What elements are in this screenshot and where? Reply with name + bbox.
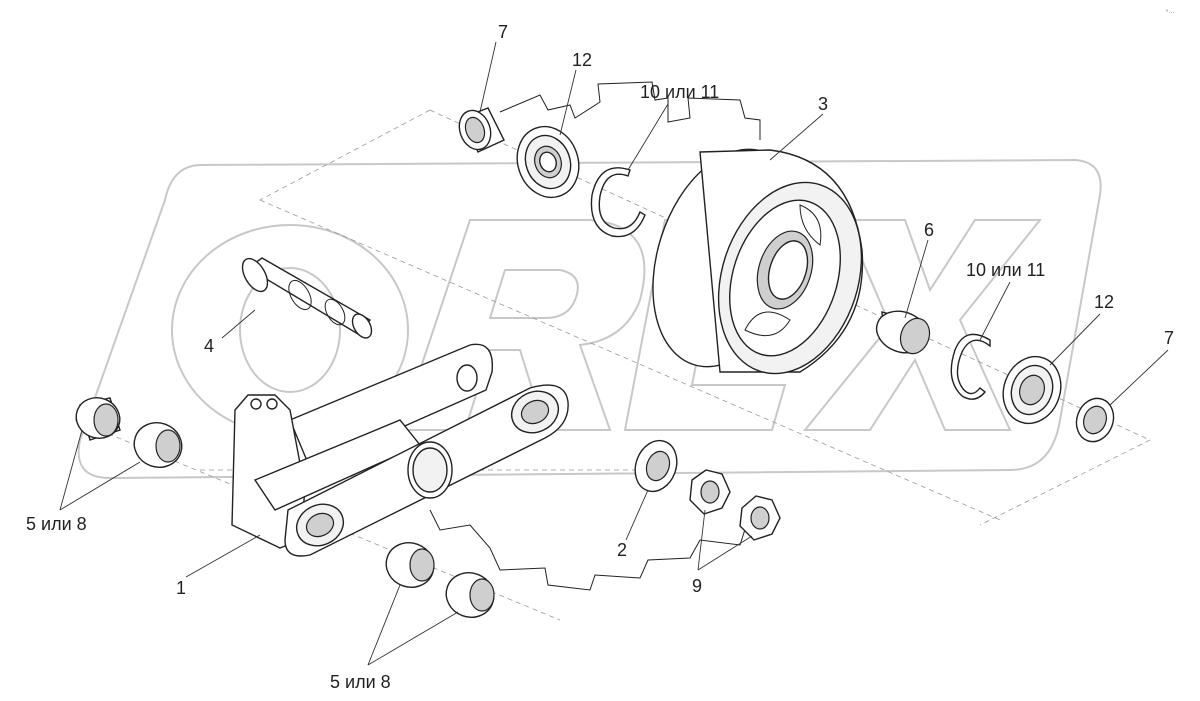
shaft-part-4	[241, 257, 373, 339]
callout-7-top: 7	[498, 22, 508, 42]
callout-labels: 7 12 10 или 11 3 6 10 или 11 12 7 4 5 ил…	[26, 10, 1174, 692]
wheel-hub-part-3	[652, 148, 864, 375]
retaining-ring-part-10-top	[590, 167, 646, 238]
nuts-part-9	[689, 469, 781, 541]
bearing-part-12-right	[1002, 355, 1062, 425]
callout-9: 9	[692, 576, 702, 596]
callout-1: 1	[176, 578, 186, 598]
bushing-part-7-top	[458, 107, 505, 153]
bearing-part-12-top	[516, 125, 580, 199]
callout-12-right: 12	[1094, 292, 1114, 312]
callout-5-8-bottom: 5 или 8	[330, 672, 391, 692]
callout-10-11-right: 10 или 11	[966, 260, 1045, 280]
callout-10-11-top: 10 или 11	[640, 82, 719, 102]
sleeve-part-6	[875, 310, 931, 355]
callout-4: 4	[204, 336, 214, 356]
retaining-ring-part-10-right	[950, 333, 991, 400]
arm-assembly-part-1	[231, 343, 569, 557]
callout-5-8-left: 5 или 8	[26, 514, 87, 534]
sprocket-outline	[429, 81, 761, 591]
callout-12-top: 12	[572, 50, 592, 70]
leader-lines	[59, 41, 1169, 666]
callout-6: 6	[924, 220, 934, 240]
callout-2: 2	[617, 540, 627, 560]
callout-3: 3	[818, 94, 828, 114]
bushing-part-7-right	[1075, 397, 1115, 443]
assembly-axes	[74, 109, 1151, 621]
corner-mark: °···	[1166, 10, 1174, 16]
bushings-part-5-bottom	[385, 542, 495, 618]
watermark-logo	[77, 158, 1102, 480]
bushings-part-5-left	[75, 397, 183, 468]
washer-part-2	[634, 439, 678, 493]
callout-7-right: 7	[1164, 328, 1174, 348]
